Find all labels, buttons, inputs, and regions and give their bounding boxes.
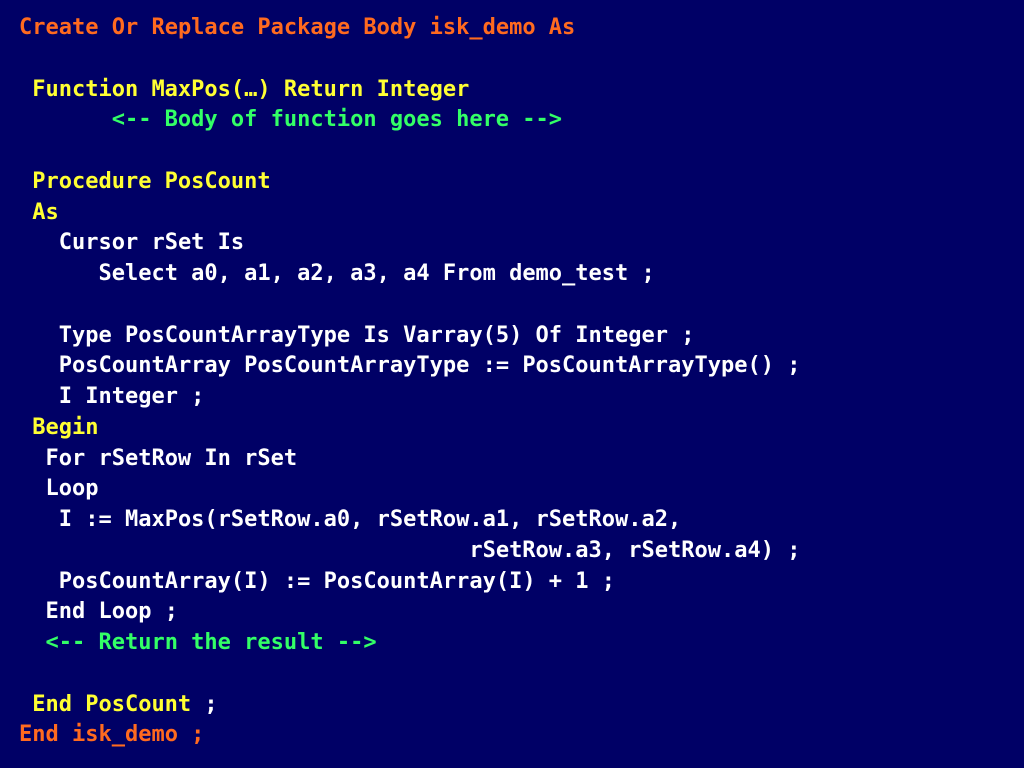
code-text: End isk_demo ;	[19, 722, 205, 748]
code-line: End Loop ;	[45, 597, 177, 627]
code-line: rSetRow.a3, rSetRow.a4) ;	[469, 536, 800, 566]
code-text: As	[32, 199, 59, 225]
code-line: As	[32, 198, 59, 228]
code-line: I := MaxPos(rSetRow.a0, rSetRow.a1, rSet…	[59, 505, 682, 535]
code-text: For rSetRow In rSet	[45, 445, 298, 471]
code-line: I Integer ;	[59, 382, 205, 412]
code-text: I := MaxPos(rSetRow.a0, rSetRow.a1, rSet…	[58, 507, 682, 532]
code-text: PosCountArray(I) := PosCountArray(I) + 1…	[58, 568, 616, 594]
code-line: Begin	[32, 413, 98, 443]
code-line: Cursor rSet Is	[59, 228, 244, 258]
code-line: Type PosCountArrayType Is Varray(5) Of I…	[59, 321, 695, 351]
code-line: PosCountArray(I) := PosCountArray(I) + 1…	[59, 567, 615, 597]
code-text: End Loop ;	[45, 599, 178, 625]
code-line: For rSetRow In rSet	[45, 444, 297, 474]
code-text: Begin	[32, 414, 99, 440]
code-text: Loop	[45, 476, 99, 502]
code-text: Procedure PosCount	[32, 168, 271, 194]
code-line: End isk_demo ;	[19, 720, 204, 750]
code-line: <-- Body of function goes here -->	[112, 105, 562, 135]
code-line: <-- Return the result -->	[45, 628, 376, 658]
code-line: End PosCount ;	[32, 690, 217, 720]
code-text: Create Or Replace Package Body isk_demo …	[19, 15, 576, 40]
code-text: <-- Body of function goes here -->	[111, 107, 563, 133]
code-text: PosCountArray PosCountArrayType := PosCo…	[58, 353, 801, 379]
code-text: rSetRow.a3, rSetRow.a4) ;	[469, 537, 801, 563]
code-line: Select a0, a1, a2, a3, a4 From demo_test…	[98, 259, 654, 289]
code-text: Type PosCountArrayType Is Varray(5) Of I…	[58, 322, 695, 348]
code-line: Loop	[45, 474, 98, 504]
code-line: Create Or Replace Package Body isk_demo …	[19, 13, 575, 43]
code-text: Cursor rSet Is	[58, 230, 245, 256]
code-line: Procedure PosCount	[32, 167, 270, 197]
code-text: I Integer ;	[58, 384, 205, 409]
code-line: Function MaxPos(…) Return Integer	[32, 75, 469, 105]
code-line: PosCountArray PosCountArrayType := PosCo…	[59, 351, 801, 381]
code-text: Function MaxPos(…) Return Integer	[32, 76, 470, 102]
code-text: <-- Return the result -->	[45, 630, 377, 655]
code-text: End PosCount	[32, 691, 192, 717]
code-text: Select a0, a1, a2, a3, a4 From demo_test…	[98, 261, 655, 286]
code-text: ;	[191, 691, 218, 717]
